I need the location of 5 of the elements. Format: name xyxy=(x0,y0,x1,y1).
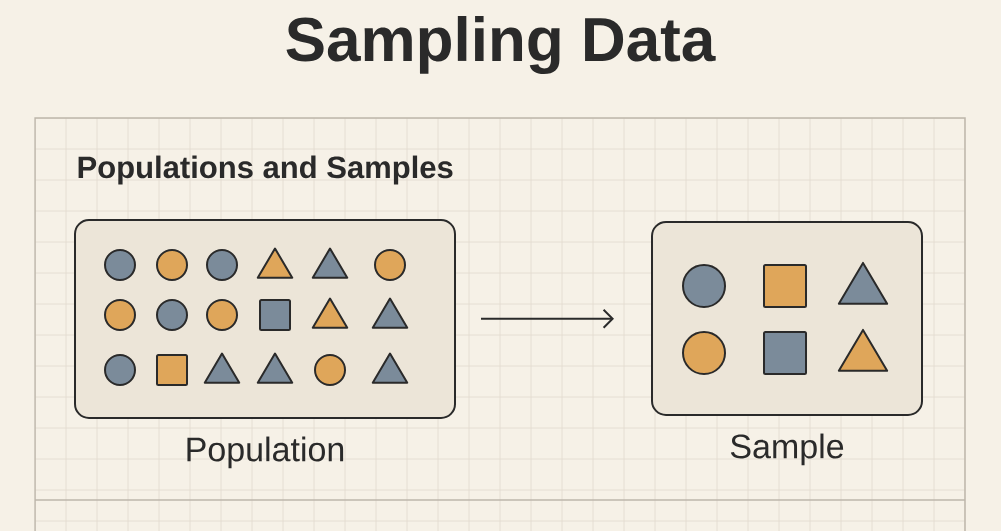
node-label: Sample xyxy=(730,433,844,466)
section-heading: Populations and Samples xyxy=(78,155,453,185)
node-label: Population xyxy=(187,436,344,469)
title: Sampling Data xyxy=(286,16,716,75)
arrow xyxy=(480,308,614,329)
